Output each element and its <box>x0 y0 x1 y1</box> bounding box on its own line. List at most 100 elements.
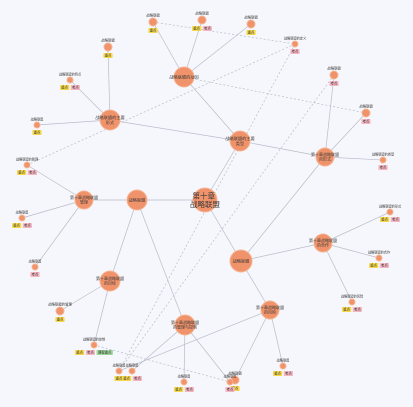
node-label: 战略联盟 <box>178 374 192 379</box>
node-circle[interactable] <box>375 254 383 262</box>
graph-node-n_south[interactable]: 战略联盟 <box>229 249 253 273</box>
node-circle[interactable] <box>192 187 218 213</box>
node-circle[interactable] <box>148 17 158 27</box>
tag-label: 重点 <box>274 371 281 376</box>
graph-node-l_r6[interactable]: 战略联盟的风险重点考点 <box>341 294 364 312</box>
node-label: 战略联盟 <box>327 65 341 70</box>
graph-node-l_tl2[interactable]: 战略联盟的特点重点考点 <box>59 72 82 90</box>
node-circle[interactable] <box>90 341 98 349</box>
node-circle[interactable] <box>348 298 356 306</box>
tag-label: 考点 <box>24 223 31 228</box>
node-circle[interactable] <box>99 270 121 292</box>
node-circle[interactable] <box>379 156 387 164</box>
graph-node-l_l1[interactable]: 战略联盟的管理重点考点 <box>16 157 39 175</box>
node-circle[interactable] <box>31 263 39 271</box>
graph-node-n_bottom[interactable]: 第十章战略联盟的管理与控制 <box>171 314 199 336</box>
node-label: 战略联盟 <box>359 103 373 108</box>
node-circle[interactable] <box>260 300 280 320</box>
node-circle[interactable] <box>55 306 65 316</box>
graph-node-l_t2[interactable]: 战略联盟重点考点 <box>192 10 212 31</box>
tag-label: 考点 <box>392 217 399 222</box>
graph-node-n_form[interactable]: 战略联盟的主要形式 <box>95 109 125 131</box>
node-circle[interactable] <box>291 40 299 48</box>
graph-node-l_b4[interactable]: 战略联盟重点考点 <box>174 374 194 392</box>
graph-node-n_type[interactable]: 战略联盟的主要类型 <box>225 130 255 152</box>
graph-node-l_r5[interactable]: 战略联盟的合作重点考点 <box>368 250 391 268</box>
node-circle[interactable] <box>315 147 335 167</box>
graph-node-center[interactable]: 第十章 战略联盟 <box>190 187 220 213</box>
node-circle[interactable] <box>386 208 394 216</box>
node-label: 战略联盟的类型 <box>372 152 395 157</box>
node-circle[interactable] <box>99 109 121 131</box>
node-circle[interactable] <box>180 378 188 386</box>
node-circle[interactable] <box>128 367 136 375</box>
node-circle[interactable] <box>226 378 234 386</box>
node-circle[interactable] <box>246 19 256 29</box>
node-label: 战略联盟 <box>277 358 291 363</box>
graph-node-n_left_a[interactable]: 第十章战略联盟管理 <box>70 190 98 210</box>
tag-badge <box>329 81 339 86</box>
edge-n_left_a-l_l3 <box>34 199 85 268</box>
tag-label: 考点 <box>32 272 39 277</box>
node-label: 战略联盟 <box>228 370 242 375</box>
edge-n_type-n_top <box>183 76 241 142</box>
graph-node-l_l2[interactable]: 战略联盟重点考点 <box>12 210 32 228</box>
node-circle[interactable] <box>361 108 371 118</box>
node-circle[interactable] <box>126 189 148 211</box>
node-circle[interactable] <box>74 190 94 210</box>
graph-node-n_right_b[interactable]: 第十章战略联盟的合作 <box>309 233 337 253</box>
edge-n_right_c-l_r7 <box>269 309 284 367</box>
tag-badge <box>132 376 142 381</box>
graph-node-l_r4[interactable]: 战略联盟的形式重点考点 <box>379 204 402 222</box>
node-circle[interactable] <box>279 362 287 370</box>
graph-node-l_b3[interactable]: 战略联盟重点考点 <box>122 363 142 381</box>
edge-n_form-l_tl1 <box>107 46 111 121</box>
node-circle[interactable] <box>313 233 333 253</box>
graph-node-n_left_b[interactable]: 第十章战略联盟的目标 <box>96 270 124 292</box>
node-circle[interactable] <box>18 214 26 222</box>
node-circle[interactable] <box>229 130 251 152</box>
node-circle[interactable] <box>174 314 196 336</box>
tag-label: 考点 <box>134 376 141 381</box>
tag-badge <box>122 376 132 381</box>
node-circle[interactable] <box>329 70 339 80</box>
tag-badge <box>96 350 113 355</box>
node-label: 战略联盟 <box>129 196 146 203</box>
tag-label: 考点 <box>380 165 387 170</box>
tag-badge <box>148 28 158 33</box>
node-circle[interactable] <box>197 15 207 25</box>
graph-node-l_b2[interactable]: 战略联盟的控制重点考点课程重点 <box>75 337 113 355</box>
graph-node-n_right_a[interactable]: 第十章战略联盟的形式 <box>311 147 339 167</box>
edge-n_right_a-l_r2 <box>324 112 367 158</box>
node-circle[interactable] <box>23 161 31 169</box>
node-circle[interactable] <box>33 121 41 129</box>
node-label: 战略联盟 <box>16 210 30 215</box>
graph-node-l_r7[interactable]: 战略联盟重点考点 <box>273 358 293 376</box>
graph-node-n_right_c[interactable]: 第十章战略联盟的风险 <box>256 300 284 320</box>
graph-node-n_left_mid[interactable]: 战略联盟 <box>126 189 148 211</box>
edge-n_right_b-l_r5 <box>322 242 380 259</box>
tag-label: 重点 <box>232 386 239 391</box>
node-circle[interactable] <box>229 249 253 273</box>
tag-badge <box>22 223 32 228</box>
node-circle[interactable] <box>173 66 195 88</box>
tag-label: 考点 <box>292 49 299 54</box>
node-circle[interactable] <box>115 367 123 375</box>
graph-node-n_top[interactable]: 战略联盟的动因 <box>169 66 199 88</box>
tag-label: 考点 <box>72 85 79 90</box>
node-circle[interactable] <box>103 42 113 52</box>
node-circle[interactable] <box>66 76 74 84</box>
